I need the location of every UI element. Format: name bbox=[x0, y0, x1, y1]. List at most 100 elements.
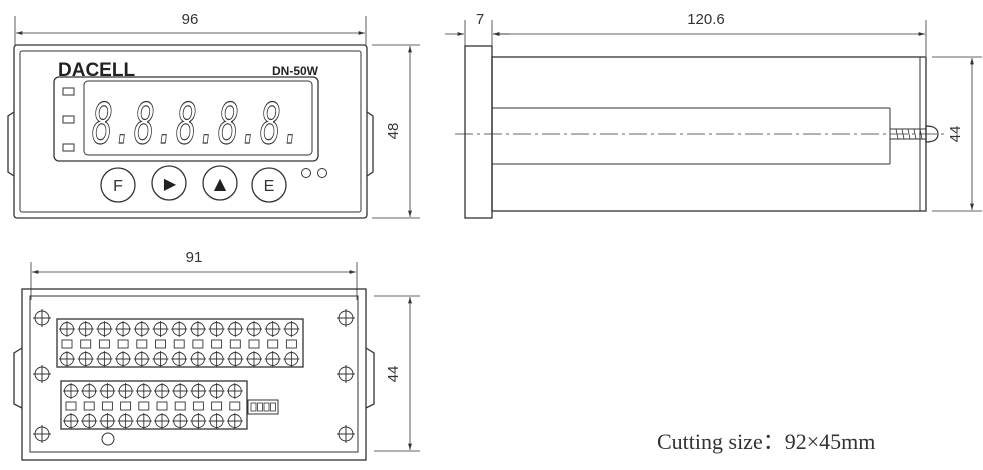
terminal-slot bbox=[80, 339, 92, 349]
side-height-dim: 44 bbox=[947, 126, 964, 143]
terminal-screw-cross bbox=[246, 321, 262, 337]
terminal-slot bbox=[211, 401, 223, 411]
terminal-slot bbox=[101, 401, 113, 411]
terminal-slot bbox=[156, 401, 168, 411]
button-f-label: F bbox=[113, 178, 123, 195]
terminal-screw-cross bbox=[226, 383, 243, 399]
terminal-slot bbox=[211, 339, 223, 349]
terminal-slot bbox=[83, 401, 95, 411]
status-led-1 bbox=[301, 168, 311, 178]
terminal-screw-cross bbox=[172, 413, 189, 429]
terminal-screw-cross bbox=[77, 321, 94, 337]
terminal-screw-cross bbox=[133, 351, 150, 367]
side-view bbox=[445, 20, 982, 219]
terminal-screw-cross bbox=[59, 351, 75, 367]
terminal-screw-cross bbox=[63, 413, 79, 429]
rear-height-dim: 44 bbox=[385, 366, 402, 383]
terminal-screw-cross bbox=[135, 383, 152, 399]
terminal-screw-cross bbox=[208, 413, 225, 429]
mounting-screws bbox=[33, 309, 355, 443]
model-label: DN-50W bbox=[272, 64, 319, 78]
terminal-slot bbox=[98, 339, 110, 349]
terminal-screw-cross bbox=[152, 351, 169, 367]
terminal-slot bbox=[229, 401, 241, 411]
button-f[interactable] bbox=[100, 167, 136, 203]
terminal-screw-cross bbox=[264, 351, 281, 367]
indicator-led-1 bbox=[62, 87, 75, 96]
terminal-screw-cross bbox=[190, 383, 207, 399]
terminal-screw-cross bbox=[208, 383, 225, 399]
terminal-screw-cross bbox=[189, 351, 206, 367]
terminal-slot bbox=[65, 401, 77, 411]
terminal-slot bbox=[248, 339, 260, 349]
terminal-screw-cross bbox=[283, 351, 300, 367]
terminal-screw-cross bbox=[283, 321, 300, 337]
terminal-screw-cross bbox=[189, 321, 206, 337]
indicator-led-2 bbox=[62, 115, 75, 124]
terminal-screw-cross bbox=[99, 413, 116, 429]
terminal-slot bbox=[173, 339, 185, 349]
terminal-screw-cross bbox=[152, 321, 169, 337]
terminal-screw-cross bbox=[154, 413, 170, 429]
terminal-screw-cross bbox=[208, 351, 225, 367]
terminal-slot bbox=[192, 339, 204, 349]
front-bezel bbox=[13, 44, 368, 219]
side-length-dim: 120.6 bbox=[687, 11, 725, 28]
terminal-screw-cross bbox=[133, 321, 150, 337]
terminal-block-upper bbox=[56, 318, 304, 368]
terminal-screw-cross bbox=[226, 413, 243, 429]
terminal-screw-cross bbox=[246, 351, 262, 367]
cutting-size-caption: Cutting size：92×45mm bbox=[657, 429, 876, 454]
seven-segment-display: 8.8.8.8.8. bbox=[92, 92, 302, 157]
terminal-screw-cross bbox=[117, 413, 134, 429]
terminal-slot bbox=[267, 339, 279, 349]
terminal-screw-cross bbox=[171, 351, 188, 367]
front-width-dim: 96 bbox=[182, 11, 199, 28]
rear-width-dim: 91 bbox=[186, 249, 203, 266]
terminal-screw-cross bbox=[96, 351, 113, 367]
side-bezel-dim: 7 bbox=[476, 11, 484, 28]
terminal-block-lower bbox=[60, 380, 248, 430]
terminal-slot bbox=[61, 339, 73, 349]
terminal-screw-cross bbox=[99, 383, 116, 399]
terminal-screw-cross bbox=[115, 321, 132, 337]
terminal-screw-cross bbox=[208, 321, 225, 337]
terminal-slot bbox=[229, 339, 241, 349]
terminal-screw-cross bbox=[227, 351, 244, 367]
terminal-slot bbox=[117, 339, 129, 349]
terminal-screw-cross bbox=[115, 351, 132, 367]
terminal-screw-cross bbox=[135, 413, 152, 429]
front-height-dim: 48 bbox=[385, 123, 402, 140]
terminal-screw-cross bbox=[96, 321, 113, 337]
dip-switch[interactable] bbox=[247, 399, 279, 415]
front-view bbox=[7, 16, 420, 219]
rear-hole bbox=[101, 432, 115, 446]
button-e[interactable] bbox=[251, 167, 287, 203]
terminal-screw-cross bbox=[171, 321, 188, 337]
button-up-label: ▲ bbox=[214, 174, 227, 193]
terminal-screw-cross bbox=[117, 383, 134, 399]
button-shift[interactable] bbox=[151, 165, 187, 201]
display-window bbox=[53, 76, 319, 162]
terminal-screw-cross bbox=[59, 321, 75, 337]
terminal-slot bbox=[155, 339, 166, 349]
terminal-screw-cross bbox=[190, 413, 207, 429]
button-e-label: E bbox=[264, 178, 275, 195]
rear-case bbox=[21, 288, 367, 461]
terminal-slot bbox=[174, 401, 186, 411]
terminal-screw-cross bbox=[63, 383, 79, 399]
brand-logo: DACELL bbox=[58, 60, 135, 81]
terminal-screw-cross bbox=[77, 351, 94, 367]
terminal-slot bbox=[285, 339, 297, 349]
terminal-screw-cross bbox=[81, 413, 98, 429]
indicator-led-3 bbox=[62, 143, 75, 152]
button-up[interactable] bbox=[202, 165, 238, 201]
terminal-screw-cross bbox=[172, 383, 189, 399]
terminal-screw-cross bbox=[264, 321, 281, 337]
terminal-slot bbox=[192, 401, 204, 411]
screw-head bbox=[925, 125, 939, 143]
rear-view bbox=[13, 262, 420, 461]
terminal-screw-cross bbox=[227, 321, 244, 337]
terminal-slot bbox=[136, 339, 148, 349]
